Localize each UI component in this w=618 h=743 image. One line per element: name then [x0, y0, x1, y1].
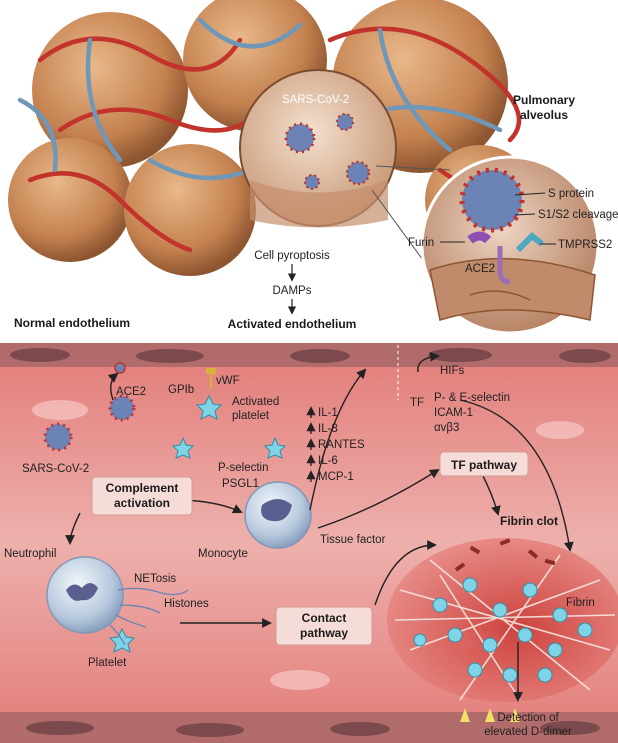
platelet-label: Platelet	[88, 657, 127, 669]
adhesion-item: αvβ3	[434, 422, 459, 434]
cytokine-item: RANTES	[318, 439, 365, 451]
cytokine-item: MCP-1	[318, 471, 354, 483]
psgl1-label: PSGL1	[222, 478, 259, 490]
monocyte-cell	[245, 482, 311, 548]
tf-label: TF	[410, 397, 424, 409]
cascade-step-3: Activated endothelium	[228, 317, 357, 331]
monocyte-label: Monocyte	[198, 548, 248, 560]
virus-particle-vessel	[45, 424, 71, 450]
cleavage-label: S1/S2 cleavage	[538, 209, 618, 221]
virus-label-top: SARS-CoV-2	[282, 94, 349, 106]
cascade-step-1: Cell pyroptosis	[254, 250, 330, 262]
adhesion-item: P- & E-selectin	[434, 392, 510, 404]
cytokine-item: IL-1	[318, 407, 338, 419]
cascade: Cell pyroptosis DAMPs Activated endothel…	[228, 250, 357, 331]
sars-cov-2-label: SARS-CoV-2	[22, 463, 89, 475]
neutrophil-label: Neutrophil	[4, 548, 56, 560]
tf-pathway-box: TF pathway	[440, 452, 528, 476]
virus-receptor	[115, 363, 125, 373]
virus-particle	[337, 114, 353, 130]
tmprss2-label: TMPRSS2	[558, 239, 612, 251]
histones-label: Histones	[164, 598, 209, 610]
hifs-label: HIFs	[440, 365, 465, 377]
fibrin-label: Fibrin	[566, 597, 595, 609]
cytokine-item: IL-6	[318, 455, 338, 467]
fibrin-clot-mass	[387, 538, 618, 702]
tissue-factor-label: Tissue factor	[320, 534, 386, 546]
magnified-alveolus: SARS-CoV-2	[240, 70, 396, 228]
gpib-label: GPIb	[168, 384, 194, 396]
p-selectin-label: P-selectin	[218, 462, 269, 474]
normal-endothelium-label: Normal endothelium	[14, 316, 130, 330]
furin-label: Furin	[408, 237, 434, 249]
virus-particle	[347, 162, 369, 184]
virus-particle	[305, 175, 319, 189]
furin-icon	[470, 236, 488, 240]
netosis-label: NETosis	[134, 573, 176, 585]
tf-pathway-text: TF pathway	[451, 458, 517, 472]
vwf-label: vWF	[216, 375, 240, 387]
ace2-label: ACE2	[116, 386, 146, 398]
fibrin-clot-label: Fibrin clot	[500, 514, 558, 528]
cascade-step-2: DAMPs	[273, 285, 312, 297]
adhesion-item: ICAM-1	[434, 407, 473, 419]
ace2-inset-label: ACE2	[465, 263, 495, 275]
virus-particle	[286, 124, 314, 152]
s-protein-label: S protein	[548, 188, 594, 200]
cytokine-item: IL-8	[318, 423, 338, 435]
